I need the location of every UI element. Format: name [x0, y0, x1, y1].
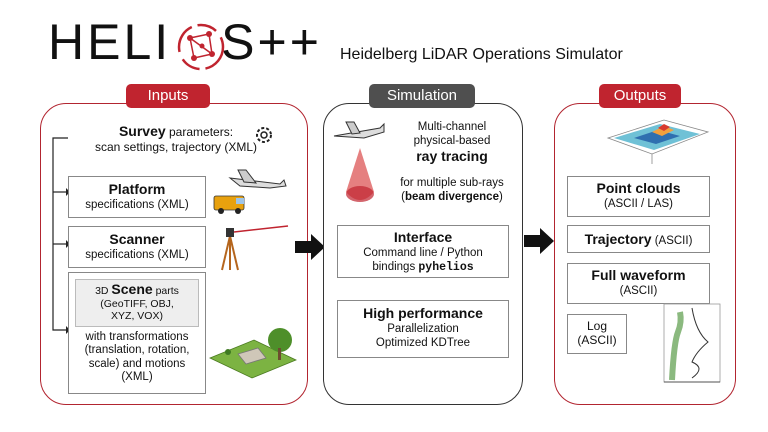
waveform-box: Full waveform (ASCII): [567, 263, 710, 304]
airplane-icon: [228, 169, 287, 189]
performance-title: High performance: [363, 305, 483, 321]
interface-title: Interface: [393, 229, 453, 245]
arrow-simulation-to-outputs: [524, 228, 554, 254]
performance-line1: Parallelization: [387, 323, 459, 335]
log-title: Log: [586, 319, 608, 333]
beam-line2: beam divergence: [405, 191, 499, 203]
performance-line2: Optimized KDTree: [375, 337, 471, 349]
outputs-panel: [554, 103, 736, 405]
gear-icon: [256, 127, 272, 143]
survey-desc: scan settings, trajectory (XML): [94, 140, 258, 154]
point-clouds-title: Point clouds: [596, 180, 681, 196]
raytracing-line1: Multi-channel: [417, 121, 487, 133]
point-cloud-icon: [606, 119, 710, 164]
interface-line2-prefix: bindings: [372, 261, 419, 273]
performance-box: High performance Parallelization Optimiz…: [337, 300, 509, 358]
beam-line1: for multiple sub-rays: [400, 177, 504, 189]
survey-block: Survey parameters: scan settings, trajec…: [76, 124, 276, 155]
scene-formats-2: XYZ, VOX): [111, 310, 163, 322]
beam-block: for multiple sub-rays (beam divergence): [388, 176, 516, 204]
waveform-icon: [663, 303, 721, 383]
point-clouds-box: Point clouds (ASCII / LAS): [567, 176, 710, 217]
waveform-title: Full waveform: [591, 267, 686, 283]
app-subtitle: Heidelberg LiDAR Operations Simulator: [340, 46, 623, 63]
scene-formats-1: (GeoTIFF, OBJ,: [100, 297, 174, 310]
trajectory-box: Trajectory (ASCII): [567, 225, 710, 253]
scene-transform-1: with transformations: [85, 330, 189, 343]
scene-box: 3D Scene parts (GeoTIFF, OBJ, XYZ, VOX) …: [68, 272, 206, 394]
scene-transform-3: scale) and motions: [88, 357, 186, 370]
van-icon: [213, 195, 245, 214]
scene-rest: parts: [152, 285, 179, 297]
platform-title: Platform: [108, 181, 166, 197]
logo-wordmark: HELI S++: [48, 14, 322, 70]
interface-pyhelios: pyhelios: [418, 261, 474, 274]
log-desc: (ASCII): [577, 333, 617, 347]
platform-desc: specifications (XML): [85, 199, 189, 211]
waveform-desc: (ASCII): [619, 285, 658, 297]
outputs-tag: Outputs: [599, 84, 681, 108]
raytracing-line2: physical-based: [413, 135, 491, 147]
scene-parts-box: 3D Scene parts (GeoTIFF, OBJ, XYZ, VOX): [75, 279, 199, 327]
interface-box: Interface Command line / Python bindings…: [337, 225, 509, 278]
logo-right-text: S++: [221, 14, 322, 70]
tripod-scanner-icon: [221, 225, 289, 271]
scanner-title: Scanner: [109, 231, 165, 247]
point-clouds-desc: (ASCII / LAS): [603, 198, 674, 210]
scanner-box: Scanner specifications (XML): [68, 226, 206, 268]
platform-box: Platform specifications (XML): [68, 176, 206, 218]
platform-illustration: [213, 169, 287, 214]
scene-title: Scene: [111, 281, 153, 297]
lidar-cone-icon: [333, 121, 385, 202]
scene-prefix: 3D: [95, 285, 112, 297]
inputs-tag: Inputs: [126, 84, 210, 108]
input-connector: [52, 137, 70, 334]
logo-constellation-icon: [177, 23, 225, 71]
log-box: Log (ASCII): [567, 314, 627, 354]
logo-left-text: HELI: [48, 14, 172, 70]
survey-title: Survey: [118, 123, 166, 139]
scene-transform-4: (XML): [121, 371, 153, 383]
landscape-icon: [209, 328, 297, 379]
raytracing-block: Multi-channel physical-based ray tracing: [392, 120, 512, 165]
interface-line1: Command line / Python: [363, 247, 483, 259]
simulation-tag: Simulation: [369, 84, 475, 108]
survey-rest: parameters:: [165, 125, 234, 139]
trajectory-title: Trajectory: [584, 231, 652, 247]
arrow-inputs-to-simulation: [295, 234, 325, 260]
scene-transform-2: (translation, rotation,: [84, 344, 190, 356]
scanner-desc: specifications (XML): [85, 249, 189, 261]
trajectory-desc: (ASCII): [651, 235, 693, 247]
raytracing-title: ray tracing: [416, 148, 488, 164]
